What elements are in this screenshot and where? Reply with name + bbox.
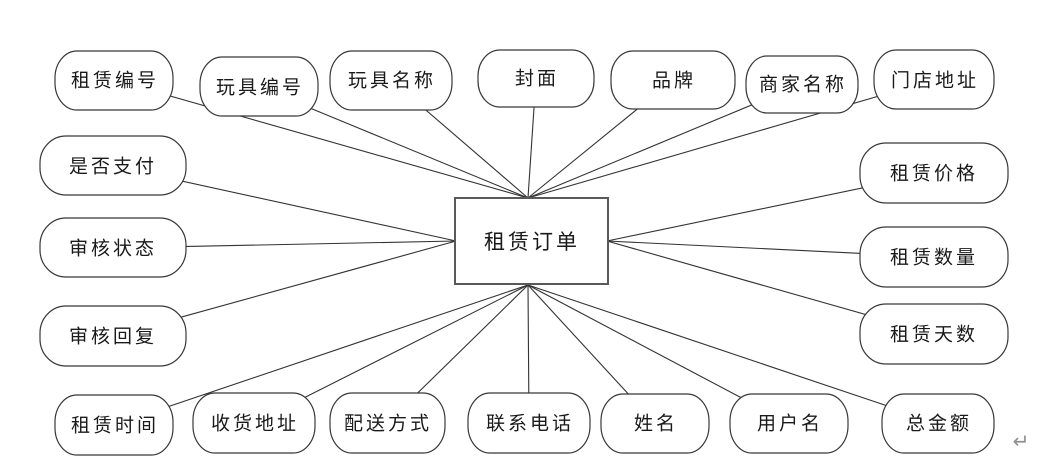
attribute-label: 租赁编号 [71,70,159,92]
attribute-node-rental-time[interactable]: 租赁时间 [54,394,174,456]
attribute-shape[interactable] [859,303,1009,365]
attribute-label: 租赁时间 [71,415,159,437]
attribute-label: 玩具名称 [348,70,436,92]
attribute-label: 租赁天数 [890,324,978,346]
attribute-label: 配送方式 [344,413,432,435]
connector-line [527,284,939,424]
attribute-label: 用户名 [757,413,823,435]
attribute-node-rental-quantity[interactable]: 租赁数量 [859,226,1009,288]
attribute-shape[interactable] [329,50,453,111]
attribute-node-brand[interactable]: 品牌 [610,50,736,110]
attribute-label: 商家名称 [759,74,847,96]
attribute-node-review-reply[interactable]: 审核回复 [39,305,187,367]
attribute-label: 收货地址 [211,413,299,435]
attribute-label: 门店地址 [891,70,979,92]
attribute-shape[interactable] [600,393,710,454]
attribute-label: 姓名 [634,413,678,435]
connector-line [113,79,529,199]
attribute-node-review-status[interactable]: 审核状态 [39,217,187,278]
connector-line [113,284,529,426]
attribute-shape[interactable] [467,392,591,454]
attribute-node-cover[interactable]: 封面 [477,49,595,108]
attribute-shape[interactable] [199,56,319,117]
attribute-label: 联系电话 [486,413,574,435]
entity-shape[interactable] [454,197,609,285]
attribute-node-toy-name[interactable]: 玩具名称 [329,50,453,111]
connector-line [527,79,935,199]
attribute-label: 封面 [515,68,559,90]
attribute-shape[interactable] [39,305,187,367]
attribute-label: 是否支付 [69,156,157,178]
attribute-node-delivery-address[interactable]: 收货地址 [192,392,316,454]
attribute-label: 审核状态 [69,238,157,260]
attribute-node-rental-id[interactable]: 租赁编号 [54,50,174,111]
attribute-shape[interactable] [859,142,1009,204]
paragraph-return-icon: ↵ [1013,429,1030,453]
attribute-node-delivery-method[interactable]: 配送方式 [329,392,446,454]
attribute-node-username[interactable]: 用户名 [729,393,849,454]
attribute-shape[interactable] [745,55,859,114]
attribute-node-name[interactable]: 姓名 [600,393,710,454]
attribute-node-is-paid[interactable]: 是否支付 [39,135,187,196]
attribute-label: 玩具编号 [216,77,304,99]
entity-label: 租赁订单 [484,230,580,254]
attribute-label: 审核回复 [69,326,157,348]
attribute-label: 租赁数量 [890,247,978,269]
attribute-node-store-address[interactable]: 门店地址 [873,49,995,110]
attribute-shape[interactable] [54,394,174,456]
attribute-node-total-amount[interactable]: 总金额 [881,393,995,454]
attribute-shape[interactable] [873,49,995,110]
attribute-shape[interactable] [39,217,187,278]
attribute-label: 租赁价格 [890,163,978,185]
attribute-shape[interactable] [192,392,316,454]
attribute-shape[interactable] [477,49,595,108]
attribute-shape[interactable] [54,50,174,111]
attribute-label: 品牌 [652,70,696,92]
attribute-shape[interactable] [610,50,736,110]
attribute-node-toy-id[interactable]: 玩具编号 [199,56,319,117]
attribute-node-contact-phone[interactable]: 联系电话 [467,392,591,454]
attribute-label: 总金额 [906,413,972,435]
attribute-shape[interactable] [859,226,1009,288]
attribute-node-merchant-name[interactable]: 商家名称 [745,55,859,114]
attribute-shape[interactable] [881,393,995,454]
entity-node-rental-order[interactable]: 租赁订单 [454,197,609,285]
attribute-shape[interactable] [39,135,187,196]
attribute-node-rental-price[interactable]: 租赁价格 [859,142,1009,204]
attribute-node-rental-days[interactable]: 租赁天数 [859,303,1009,365]
attribute-shape[interactable] [729,393,849,454]
attribute-shape[interactable] [329,392,446,454]
